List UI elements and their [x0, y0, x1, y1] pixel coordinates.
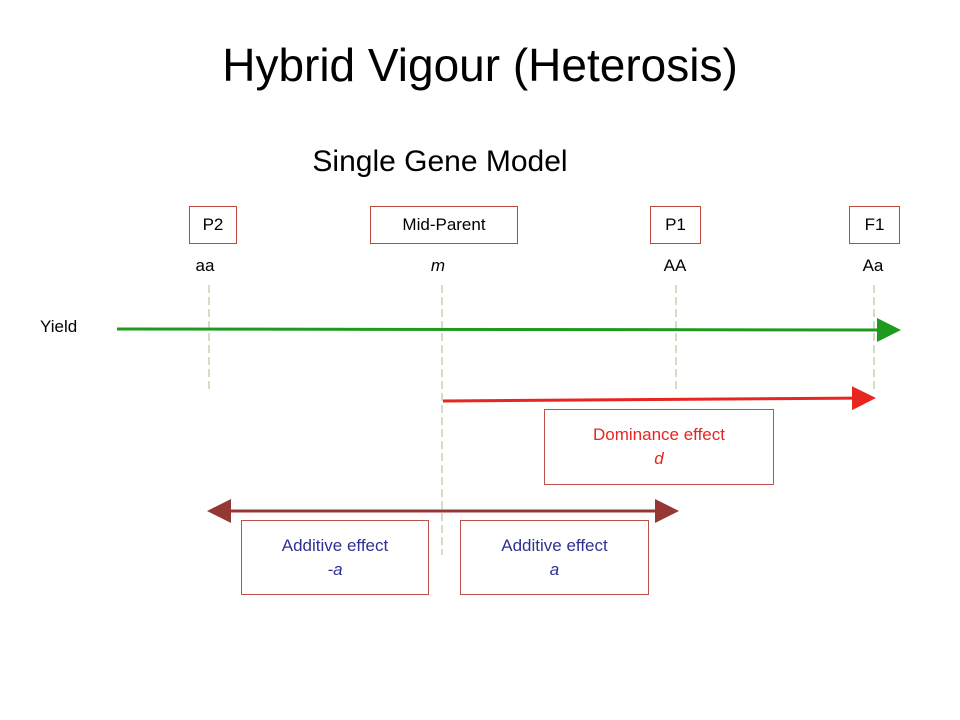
dominance-effect-box: Dominance effect d [544, 409, 774, 485]
additive-effect-positive-box: Additive effect a [460, 520, 649, 595]
yield-axis-label: Yield [40, 317, 78, 336]
f1-label: F1 [864, 215, 885, 234]
p2-genotype: aa [195, 256, 215, 275]
mid-parent-genotype: m [430, 256, 446, 275]
dominance-effect-symbol: d [654, 449, 664, 468]
additive-effect-positive-label: Additive effect [501, 535, 608, 555]
dominance-arrow [442, 386, 876, 411]
slide-title: Hybrid Vigour (Heterosis) [222, 39, 738, 91]
p1-label-box: P1 [650, 206, 701, 244]
additive-effect-negative-box: Additive effect -a [241, 520, 429, 595]
f1-label-box: F1 [849, 206, 900, 244]
slide-subtitle: Single Gene Model [312, 145, 568, 178]
mid-parent-label-box: Mid-Parent [370, 206, 518, 244]
additive-effect-positive-symbol: a [549, 559, 560, 579]
yield-axis-arrow [116, 317, 901, 342]
p2-label-box: P2 [189, 206, 237, 244]
p2-label: P2 [202, 215, 224, 234]
dominance-effect-label: Dominance effect [593, 425, 725, 444]
p1-label: P1 [665, 215, 686, 234]
mid-parent-label: Mid-Parent [402, 215, 486, 234]
additive-effect-negative-label: Additive effect [281, 535, 389, 555]
f1-genotype: Aa [862, 256, 884, 275]
p1-genotype: AA [663, 256, 687, 275]
additive-effect-negative-symbol: -a [327, 559, 343, 579]
